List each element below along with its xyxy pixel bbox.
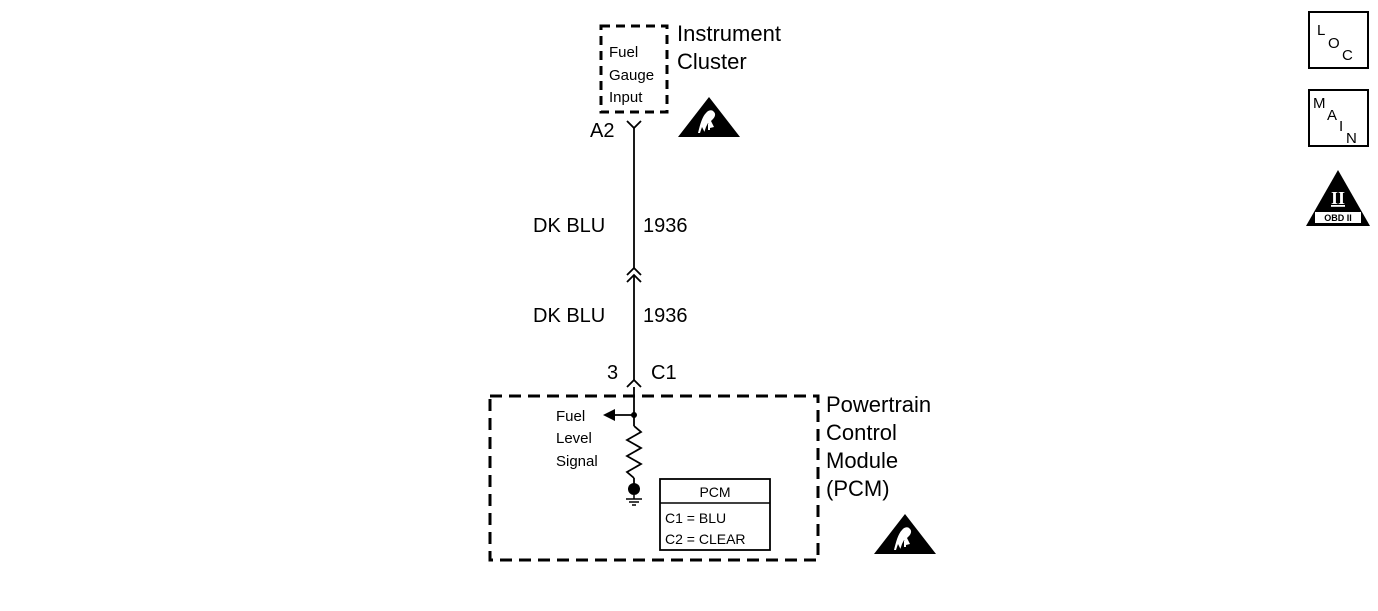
pcm-outline [488,394,820,562]
wire-circuit-1936: DK BLU 1936 DK BLU 1936 3 C1 [533,128,688,388]
location-button-letter-l: L [1317,22,1325,39]
fuel-gauge-input-label-line2: Gauge [609,67,654,84]
pcm-name-line4: (PCM) [826,476,890,501]
wire-circuit-label-lower: 1936 [643,305,688,327]
main-button-letter-a: A [1327,107,1337,124]
connector-c1-pin-label: 3 [607,362,618,384]
pcm-legend-title: PCM [699,484,730,500]
instrument-cluster-name-line2: Cluster [677,49,747,74]
wire-color-label-upper: DK BLU [533,215,605,237]
instrument-cluster: Fuel Gauge Input Instrument Cluster A2 [590,21,781,142]
connector-c1-symbol [626,378,642,388]
location-button[interactable]: L O C [1308,11,1369,69]
fuel-gauge-input-label-line1: Fuel [609,44,638,61]
esd-sensitive-icon [874,514,936,554]
pcm-name-line2: Control [826,420,897,445]
location-button-letter-c: C [1342,47,1353,64]
fuel-gauge-input-label-line3: Input [609,89,643,106]
main-button[interactable]: M A I N [1308,89,1369,147]
wire-color-label-lower: DK BLU [533,305,605,327]
instrument-cluster-outline [599,24,669,114]
pcm-legend-c2: C2 = CLEAR [665,531,746,547]
signal-arrow-icon [603,409,615,421]
esd-sensitive-icon [678,97,740,137]
location-button-letter-o: O [1328,35,1340,52]
pcm-name-line3: Module [826,448,898,473]
main-button-letter-i: I [1339,118,1343,135]
instrument-cluster-name-line1: Instrument [677,21,781,46]
powertrain-control-module: Powertrain Control Module (PCM) Fuel Lev… [488,387,936,562]
pcm-name-line1: Powertrain [826,392,931,417]
ground-node [628,483,640,495]
obd-ii-label: OBD II [1324,213,1352,223]
wire-circuit-label-upper: 1936 [643,215,688,237]
ground-icon [626,495,642,506]
fuel-level-signal-label-line3: Signal [556,453,598,470]
obd-ii-symbol: II [1331,188,1345,208]
main-button-letter-m: M [1313,95,1326,112]
connector-a2-symbol [626,120,642,130]
fuel-level-signal-label-line1: Fuel [556,408,585,425]
fuel-level-signal-label-line2: Level [556,430,592,447]
main-button-letter-n: N [1346,130,1357,147]
pcm-connector-legend: PCM C1 = BLU C2 = CLEAR [659,478,771,551]
connector-a2-pin-label: A2 [590,120,614,142]
connector-c1-name-label: C1 [651,362,677,384]
pcm-legend-c1: C1 = BLU [665,510,726,526]
obd-ii-button[interactable]: II OBD II [1306,170,1370,226]
pull-down-resistor [625,425,643,479]
